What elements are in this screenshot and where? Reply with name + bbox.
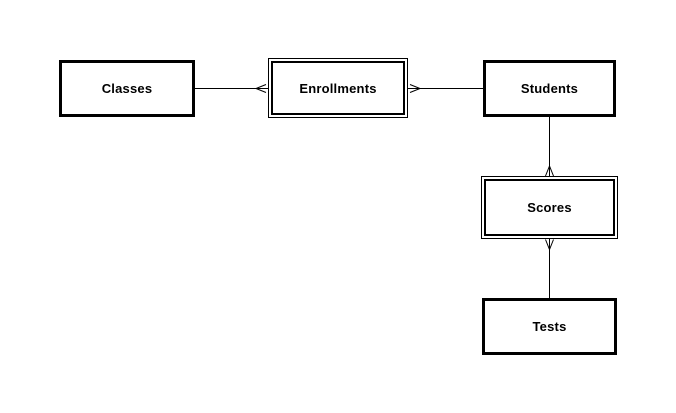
edge-enrollments-students <box>408 84 483 93</box>
node-label-classes: Classes <box>101 81 153 96</box>
open-arrow-right-icon <box>409 84 422 93</box>
node-classes[interactable]: Classes <box>59 60 195 117</box>
node-tests[interactable]: Tests <box>482 298 617 355</box>
open-arrow-up-icon <box>545 164 554 177</box>
edge-classes-enrollments <box>195 84 268 93</box>
node-students[interactable]: Students <box>483 60 616 117</box>
node-label-tests: Tests <box>532 319 567 334</box>
edge-students-scores <box>545 117 554 177</box>
open-arrow-left-icon <box>254 84 267 93</box>
node-label-enrollments: Enrollments <box>299 80 377 96</box>
node-label-students: Students <box>520 81 579 96</box>
node-enrollments[interactable]: Enrollments <box>268 58 408 118</box>
edge-scores-tests <box>545 239 554 298</box>
open-arrow-down-icon <box>545 239 554 251</box>
node-label-scores: Scores <box>527 200 572 215</box>
node-scores[interactable]: Scores <box>481 176 618 239</box>
